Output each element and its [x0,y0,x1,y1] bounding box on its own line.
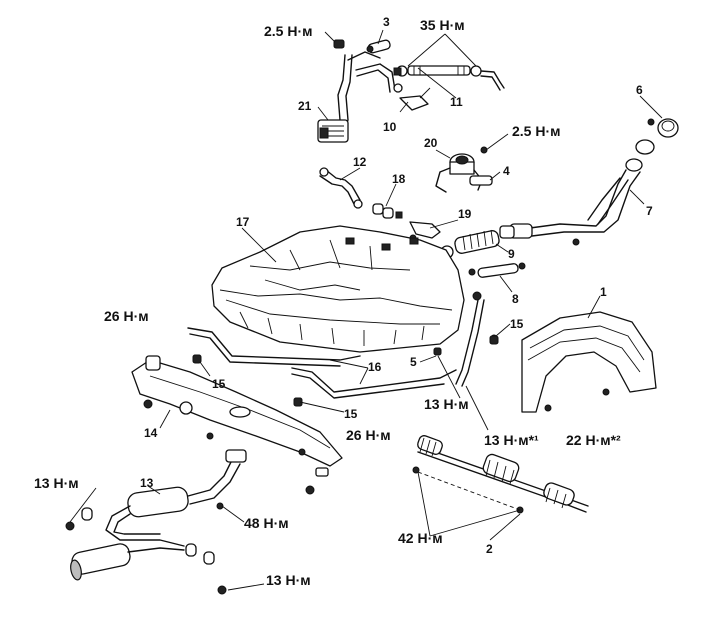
torque-13nm-bottom: 13 Н·м [266,572,311,588]
torque-13nm-left: 13 Н·м [34,475,79,491]
callout-8: 8 [512,292,519,306]
part-20-gauge-unit [435,146,493,193]
torque-35nm: 35 Н·м [420,17,465,33]
part-14-crossmember [131,355,343,495]
part-12-hose [319,167,363,209]
part-6-filler-cap [625,118,679,172]
torque-13nm-center: 13 Н·м [424,396,469,412]
callout-4: 4 [503,164,510,178]
callout-15-center: 15 [344,407,358,421]
callout-15-left: 15 [212,377,226,391]
torque-2-5nm-right: 2.5 Н·м [512,123,561,139]
callout-13: 13 [140,476,154,490]
torque-22nm-star2: 22 Н·м*² [566,432,621,448]
callout-2: 2 [486,542,493,556]
part-11-fuel-hose [393,65,505,91]
bolts-15 [192,335,499,407]
callout-6: 6 [636,83,643,97]
part-19-hose [409,221,441,242]
callout-18: 18 [392,172,406,186]
callout-10: 10 [383,120,397,134]
callout-9: 9 [508,247,515,261]
part-1-splash-shield [521,311,657,413]
callout-11: 11 [450,95,463,109]
callout-20: 20 [424,136,438,150]
torque-2-5nm-top: 2.5 Н·м [264,23,313,39]
part-7-filler-neck [509,169,641,246]
callout-7: 7 [646,204,653,218]
callout-1: 1 [600,285,607,299]
bolt-2-5nm-top [333,39,345,49]
part-2-drive-shaft [412,435,589,514]
part-9-vent-hose [440,225,515,259]
part-17-fuel-tank [211,225,465,353]
part-21-pump-bracket [317,51,396,143]
part-8-breather-hose [468,262,526,278]
part-18-clamps [372,203,403,219]
torque-42nm: 42 Н·м [398,530,443,546]
callout-16: 16 [368,360,382,374]
torque-26nm-left: 26 Н·м [104,308,149,324]
part-3-hose-clip [366,39,391,54]
callout-19: 19 [458,207,472,221]
callout-5: 5 [410,355,417,369]
torque-26nm-center: 26 Н·м [346,427,391,443]
callout-15-right: 15 [510,317,524,331]
callout-21: 21 [298,99,312,113]
leader-lines [69,29,663,591]
torque-13nm-star1: 13 Н·м*¹ [484,432,539,448]
torque-48nm: 48 Н·м [244,515,289,531]
callout-17: 17 [236,215,250,229]
part-10-hose [393,83,429,111]
callout-14: 14 [144,426,158,440]
part-13-exhaust [65,449,247,595]
callout-3: 3 [383,15,390,29]
callout-12: 12 [353,155,367,169]
